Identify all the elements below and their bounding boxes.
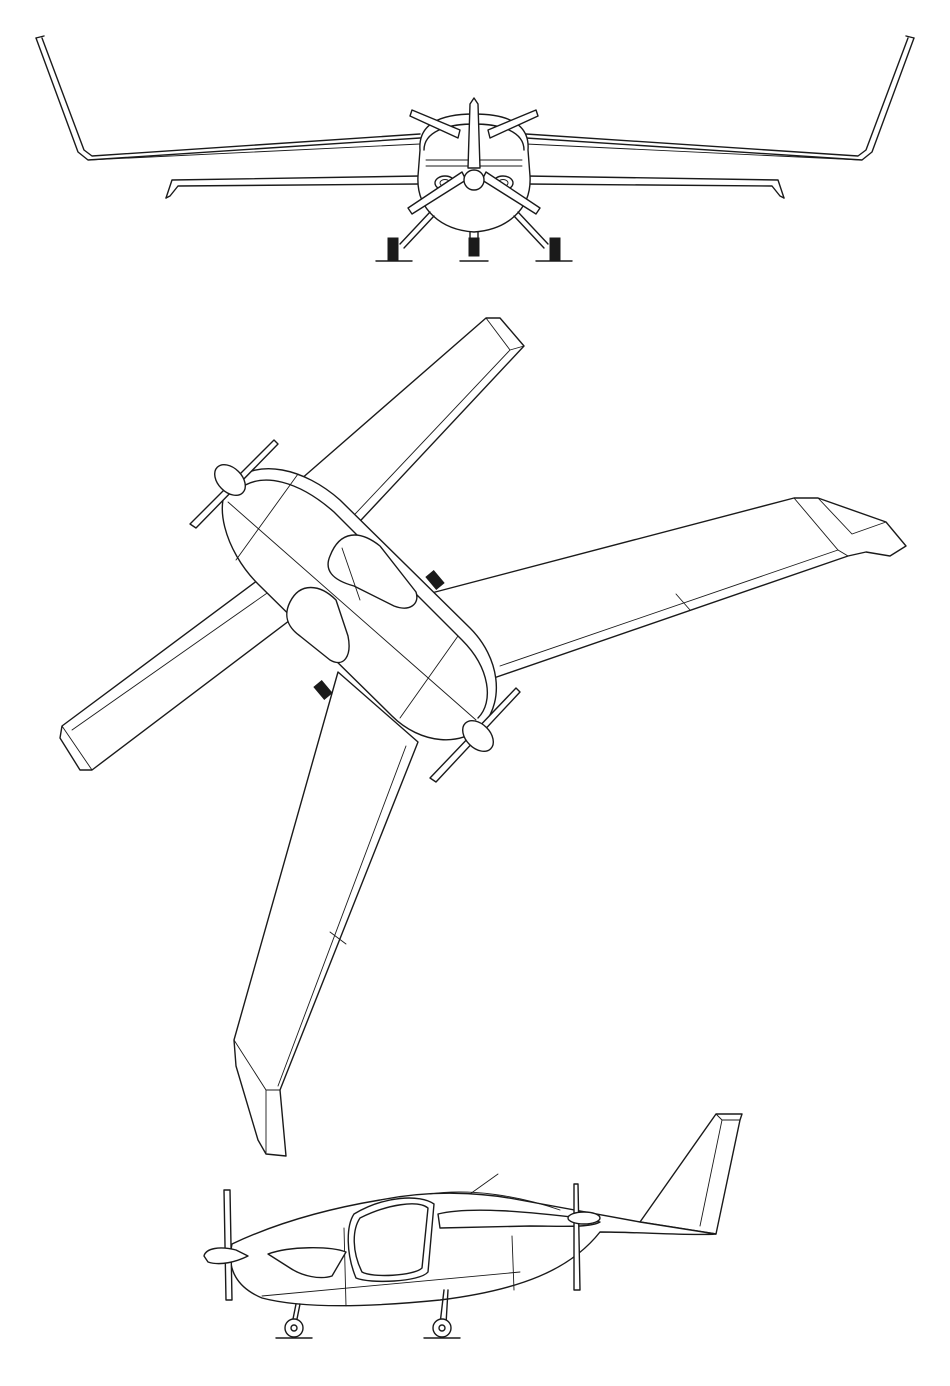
front-propeller — [407, 97, 541, 215]
top-main-wing-lower — [233, 671, 419, 1157]
side-vertical-tail — [639, 1113, 743, 1235]
side-rear-propeller — [567, 1183, 601, 1291]
front-landing-gear — [375, 211, 573, 262]
top-propellers — [189, 439, 521, 783]
side-front-propeller — [203, 1189, 249, 1301]
side-landing-gear — [275, 1289, 461, 1339]
top-view — [59, 317, 907, 1157]
side-view — [203, 1113, 743, 1339]
front-lower-wing — [165, 175, 785, 199]
front-main-wing — [35, 35, 915, 161]
front-view — [35, 35, 915, 262]
top-gear-pods — [313, 569, 445, 701]
top-main-wing-right — [419, 497, 907, 681]
top-canard-lower — [59, 573, 307, 771]
side-fuselage — [229, 1173, 717, 1307]
